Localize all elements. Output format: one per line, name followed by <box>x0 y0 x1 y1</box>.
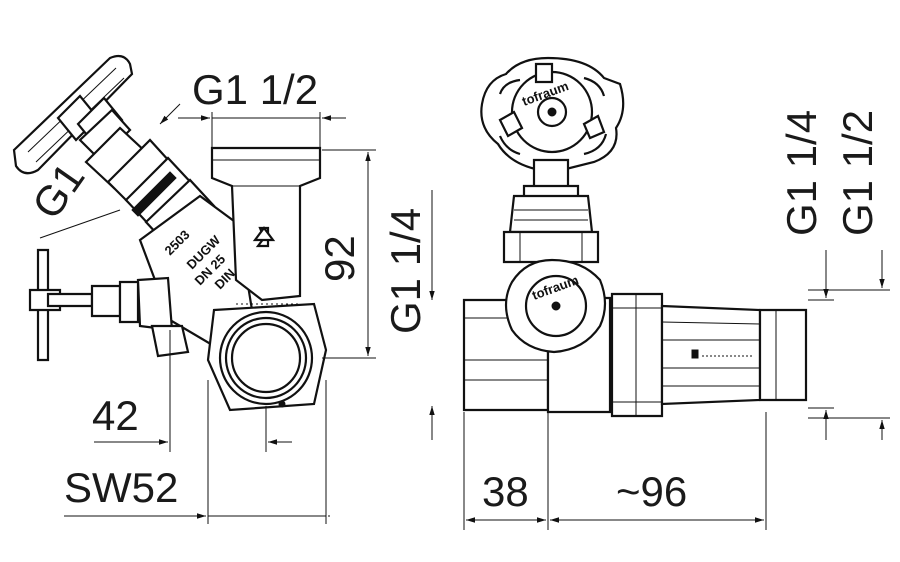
dim-offset: 42 <box>92 392 139 439</box>
left-view: 2503 DUGW DN 25 DIN <box>12 54 435 524</box>
dim-wrench-size: SW52 <box>64 464 178 511</box>
dim-length-b: ~96 <box>616 468 687 515</box>
left-union-nut <box>206 302 328 412</box>
left-drain-tap <box>28 248 190 362</box>
right-stem-bonnet <box>502 158 600 264</box>
dim-outer-thread: G1 1/2 <box>834 110 881 236</box>
dim-side-thread: G1 1/4 <box>382 208 429 334</box>
right-view: tofraum <box>462 56 890 530</box>
right-small-handwheel: tofraum <box>504 258 607 354</box>
right-pipe-body <box>462 292 808 418</box>
dim-inner-thread: G1 1/4 <box>778 110 825 236</box>
right-dimensions <box>463 250 890 530</box>
dim-top-thread: G1 1/2 <box>192 66 318 113</box>
dim-length-a: 38 <box>482 468 529 515</box>
dim-height: 92 <box>316 235 363 282</box>
right-main-handwheel: tofraum <box>480 56 625 172</box>
left-dimensions <box>39 103 435 524</box>
